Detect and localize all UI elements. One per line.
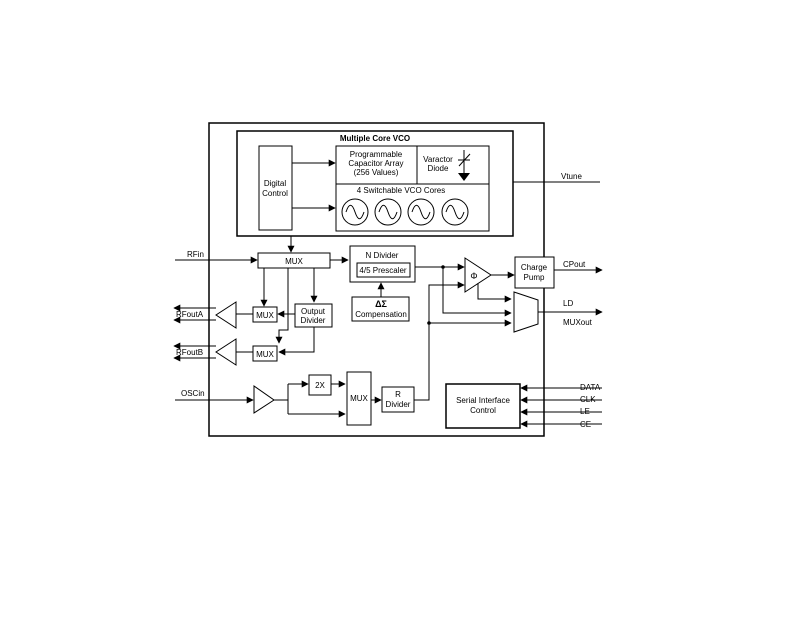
doubler-box	[308, 374, 332, 396]
vco-cores-label: 4 Switchable VCO Cores	[357, 186, 445, 195]
charge-pump-box	[514, 256, 555, 289]
digital-control-label-1: Digital	[264, 179, 286, 188]
r-divider-label-1: R	[395, 390, 401, 399]
oscillator-icon	[441, 198, 469, 226]
serial-interface-label-1: Serial Interface	[456, 396, 510, 405]
pin-rfoutb: RFoutB	[176, 348, 203, 357]
digital-control-box	[258, 145, 293, 231]
rfouta-buffer	[215, 301, 237, 329]
pin-le: LE	[580, 407, 590, 416]
mux-top-label: MUX	[285, 257, 303, 266]
pin-data: DATA	[580, 383, 601, 392]
mux-a-label: MUX	[256, 311, 274, 320]
r-divider-label-2: Divider	[386, 400, 411, 409]
r-divider-box	[381, 386, 415, 413]
muxout-selector	[513, 291, 539, 333]
vco-core-3	[407, 198, 435, 226]
pin-muxout: MUXout	[563, 318, 593, 327]
digital-control-label-2: Control	[262, 189, 288, 198]
n-divider-label: N Divider	[366, 251, 399, 260]
prescaler-box	[356, 262, 411, 278]
phase-detector-symbol: Φ	[470, 271, 477, 281]
pin-rfouta: RFoutA	[176, 310, 204, 319]
delta-sigma-label: Compensation	[355, 310, 407, 319]
oscillator-icon	[374, 198, 402, 226]
delta-sigma-symbol: ΔΣ	[375, 299, 387, 309]
cap-array-label-3: (256 Values)	[354, 168, 399, 177]
oscillator-icon	[407, 198, 435, 226]
serial-interface-box	[445, 383, 521, 429]
pin-rfin: RFin	[187, 250, 204, 259]
varactor-diode-icon	[458, 150, 471, 181]
oscillator-icon	[341, 198, 369, 226]
cap-array-label-1: Programmable	[350, 150, 403, 159]
output-divider-label-1: Output	[301, 307, 326, 316]
varactor-label-2: Diode	[428, 164, 449, 173]
charge-pump-label-1: Charge	[521, 263, 548, 272]
pin-ld: LD	[563, 299, 573, 308]
charge-pump-label-2: Pump	[524, 273, 545, 282]
cap-array-label-2: Capacitor Array	[348, 159, 403, 168]
mux-b-label: MUX	[256, 350, 274, 359]
output-divider-label-2: Divider	[301, 316, 326, 325]
varactor-label-1: Varactor	[423, 155, 453, 164]
pin-ce: CE	[580, 420, 591, 429]
mux-ref-label: MUX	[350, 394, 368, 403]
pin-clk: CLK	[580, 395, 596, 404]
doubler-label: 2X	[315, 381, 325, 390]
oscin-buffer	[253, 385, 275, 414]
prescaler-label: 4/5 Prescaler	[359, 266, 406, 275]
vco-block: Multiple Core VCO Digital Control Progra…	[236, 130, 514, 237]
vco-core-2	[374, 198, 402, 226]
mux-b	[252, 345, 278, 362]
rfoutb-buffer	[215, 338, 237, 366]
vco-core-1	[341, 198, 369, 226]
vco-title: Multiple Core VCO	[340, 134, 410, 143]
pin-oscin: OSCin	[181, 389, 205, 398]
pin-vtune: Vtune	[561, 172, 582, 181]
pin-cpout: CPout	[563, 260, 586, 269]
serial-interface-label-2: Control	[470, 406, 496, 415]
vco-core-4	[441, 198, 469, 226]
mux-ref	[346, 371, 372, 426]
delta-sigma-box	[351, 296, 410, 322]
